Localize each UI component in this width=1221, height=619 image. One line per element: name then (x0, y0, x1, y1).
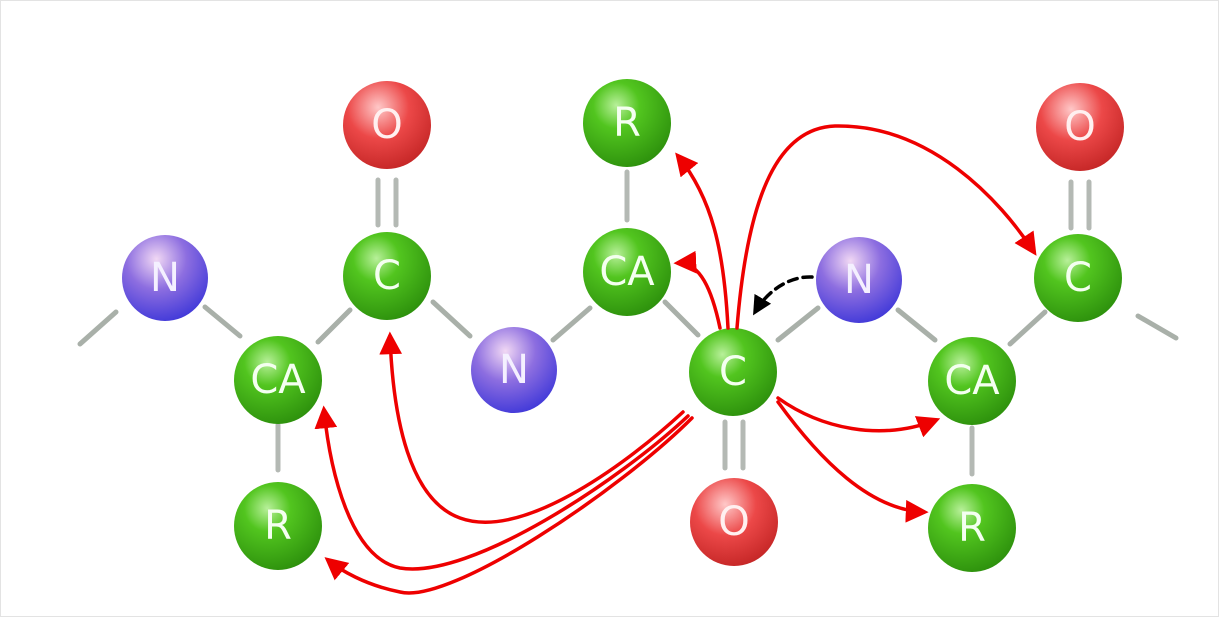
atom-o1: O (343, 81, 431, 169)
atom-group: N CA R C O N CA R (122, 79, 1124, 572)
atom-o1-sphere (343, 81, 431, 169)
bond-ca1-c1 (315, 307, 353, 345)
atom-n2-label: N (499, 347, 529, 393)
arrow-c2-to-c1 (379, 331, 685, 524)
atom-o3-sphere (1036, 83, 1124, 171)
atom-r3-label: R (958, 505, 986, 551)
atom-r1-label: R (264, 503, 292, 549)
atom-c3-sphere (1034, 234, 1122, 322)
atom-r3-sphere (928, 484, 1016, 572)
atom-n3: N (816, 237, 902, 323)
atom-ca1: CA (234, 336, 322, 424)
bond-ca2-c2 (662, 299, 701, 338)
atom-c3: C (1034, 234, 1122, 322)
bond-c1-n2 (430, 299, 473, 339)
arrow-group (314, 124, 1037, 595)
bond-terminal-n1 (77, 309, 119, 347)
atom-c1: C (343, 232, 431, 320)
atom-n2-sphere (471, 327, 557, 413)
atom-o2: O (690, 478, 778, 566)
arrow-c2-to-r1 (324, 416, 694, 595)
atom-o2-sphere (690, 478, 778, 566)
atom-c2-sphere (689, 328, 777, 416)
atom-ca1-sphere (234, 336, 322, 424)
atom-n2: N (471, 327, 557, 413)
atom-c3-label: C (1064, 255, 1092, 301)
atom-ca3: CA (928, 337, 1016, 425)
atom-n3-sphere (816, 237, 902, 323)
arrow-c2-to-ca2 (673, 250, 722, 330)
arrow-c2-to-ca3 (776, 396, 941, 438)
bond-n2-ca2 (550, 305, 593, 343)
arrow-c2-to-r3 (776, 400, 929, 523)
atom-o3: O (1036, 83, 1124, 171)
atom-n1-sphere (122, 235, 208, 321)
bond-n3-ca3 (895, 307, 938, 343)
atom-ca2: CA (583, 228, 671, 316)
atom-ca1-label: CA (250, 357, 306, 403)
arrow-c2-to-r2 (675, 152, 730, 330)
atom-c2: C (689, 328, 777, 416)
atom-r1-sphere (234, 482, 322, 570)
atom-ca2-sphere (583, 228, 671, 316)
arrow-c2-to-ca1 (314, 405, 690, 571)
atom-ca2-label: CA (599, 249, 655, 295)
bond-n1-ca1 (202, 304, 243, 339)
atom-ca3-label: CA (944, 358, 1000, 404)
atom-c2-label: C (719, 349, 747, 395)
atom-n1-label: N (150, 255, 180, 301)
bond-c3-terminal (1135, 313, 1179, 341)
atom-ca3-sphere (928, 337, 1016, 425)
bond-c2-n3 (775, 305, 821, 343)
bond-group (77, 169, 1179, 477)
atom-r1: R (234, 482, 322, 570)
atom-n3-label: N (844, 257, 874, 303)
atom-c1-label: C (373, 253, 401, 299)
atom-o3-label: O (1064, 104, 1095, 150)
atom-n1: N (122, 235, 208, 321)
atom-r2-label: R (613, 100, 641, 146)
atom-o1-label: O (371, 102, 402, 148)
atom-c1-sphere (343, 232, 431, 320)
atom-r3: R (928, 484, 1016, 572)
atom-r2: R (583, 79, 671, 167)
atom-r2-sphere (583, 79, 671, 167)
arrow-c2-to-c3 (735, 124, 1037, 330)
atom-o2-label: O (718, 499, 749, 545)
bond-ca3-c3 (1007, 309, 1048, 347)
arrow-n3-to-c2-dashed (753, 275, 814, 316)
